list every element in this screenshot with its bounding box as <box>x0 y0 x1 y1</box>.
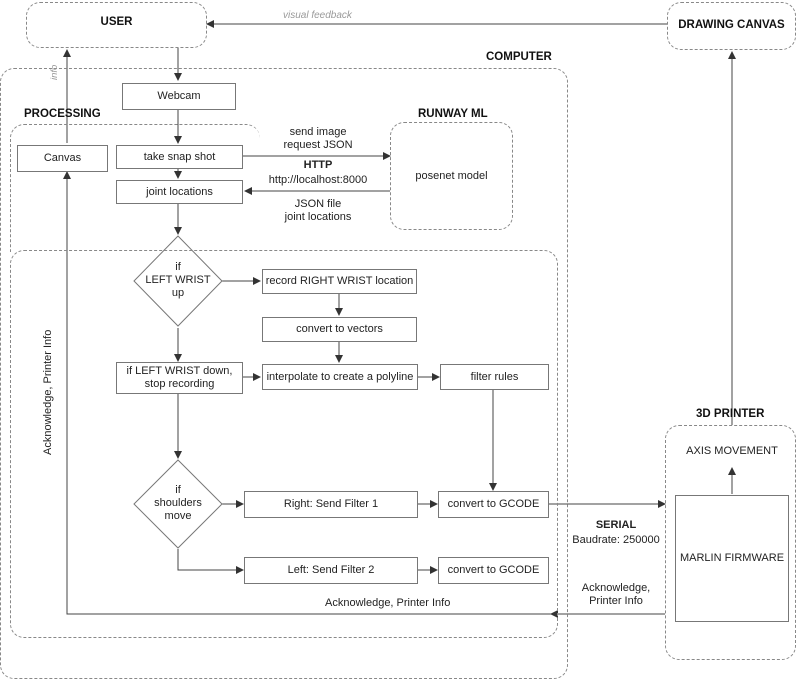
http-label: HTTP <box>303 159 333 171</box>
marlin-firmware-box: MARLIN FIRMWARE <box>675 495 789 622</box>
record-right-wrist-box: record RIGHT WRIST location <box>262 269 417 294</box>
user-container <box>26 2 207 48</box>
acknowledge-right-label: Acknowledge, Printer Info <box>581 582 651 607</box>
printer-container <box>665 425 796 660</box>
convert-to-gcode-2-box: convert to GCODE <box>438 557 549 584</box>
send-image-label: send image <box>289 126 347 138</box>
axis-movement-box: AXIS MOVEMENT <box>686 444 778 457</box>
runway-ml-label: RUNWAY ML <box>418 108 488 120</box>
info-label: info <box>49 64 60 80</box>
user-label: USER <box>100 16 133 28</box>
take-snap-shot-box: take snap shot <box>116 145 243 169</box>
interpolate-box: interpolate to create a polyline <box>262 364 418 390</box>
drawing-canvas-label: DRAWING CANVAS <box>678 19 785 31</box>
processing-container <box>10 124 260 252</box>
convert-to-vectors-box: convert to vectors <box>262 317 417 342</box>
printer-3d-label: 3D PRINTER <box>696 408 765 420</box>
visual-feedback-label: visual feedback <box>283 10 352 21</box>
acknowledge-vertical-label: Acknowledge, Printer Info <box>42 329 54 455</box>
convert-to-gcode-1-box: convert to GCODE <box>438 491 549 518</box>
arrow-shoulders-to-left <box>177 549 244 574</box>
if-left-wrist-down-text: if LEFT WRIST down, stop recording <box>126 365 233 390</box>
processing-lower-container <box>10 250 558 638</box>
joint-locations-box: joint locations <box>116 180 243 204</box>
computer-label: COMPUTER <box>486 51 552 63</box>
json-file-label: JSON file <box>294 198 342 210</box>
right-send-filter-1-box: Right: Send Filter 1 <box>244 491 418 518</box>
if-left-wrist-down-box: if LEFT WRIST down, stop recording <box>116 362 243 394</box>
canvas-box: Canvas <box>17 145 108 172</box>
serial-label: SERIAL <box>595 519 637 531</box>
posenet-model-box: posenet model <box>415 169 488 182</box>
filter-rules-box: filter rules <box>440 364 549 390</box>
acknowledge-bottom-label: Acknowledge, Printer Info <box>325 597 451 609</box>
json-joint-locations-label: joint locations <box>284 211 352 223</box>
processing-label: PROCESSING <box>24 108 101 120</box>
runway-ml-container <box>390 122 513 230</box>
decision-shoulders-move <box>133 459 223 549</box>
decision-left-wrist-up <box>133 235 223 327</box>
arrow-acknowledge-to-canvas <box>63 171 551 615</box>
request-json-label: request JSON <box>283 139 353 151</box>
if-left-wrist-up-text: if LEFT WRIST up <box>145 261 211 299</box>
if-shoulders-move-text: if shoulders move <box>154 484 202 522</box>
drawing-canvas-container <box>667 2 796 50</box>
baudrate-label: Baudrate: 250000 <box>572 534 660 546</box>
webcam-box: Webcam <box>122 83 236 110</box>
left-send-filter-2-box: Left: Send Filter 2 <box>244 557 418 584</box>
http-url-label: http://localhost:8000 <box>268 174 368 186</box>
computer-container <box>0 68 568 679</box>
